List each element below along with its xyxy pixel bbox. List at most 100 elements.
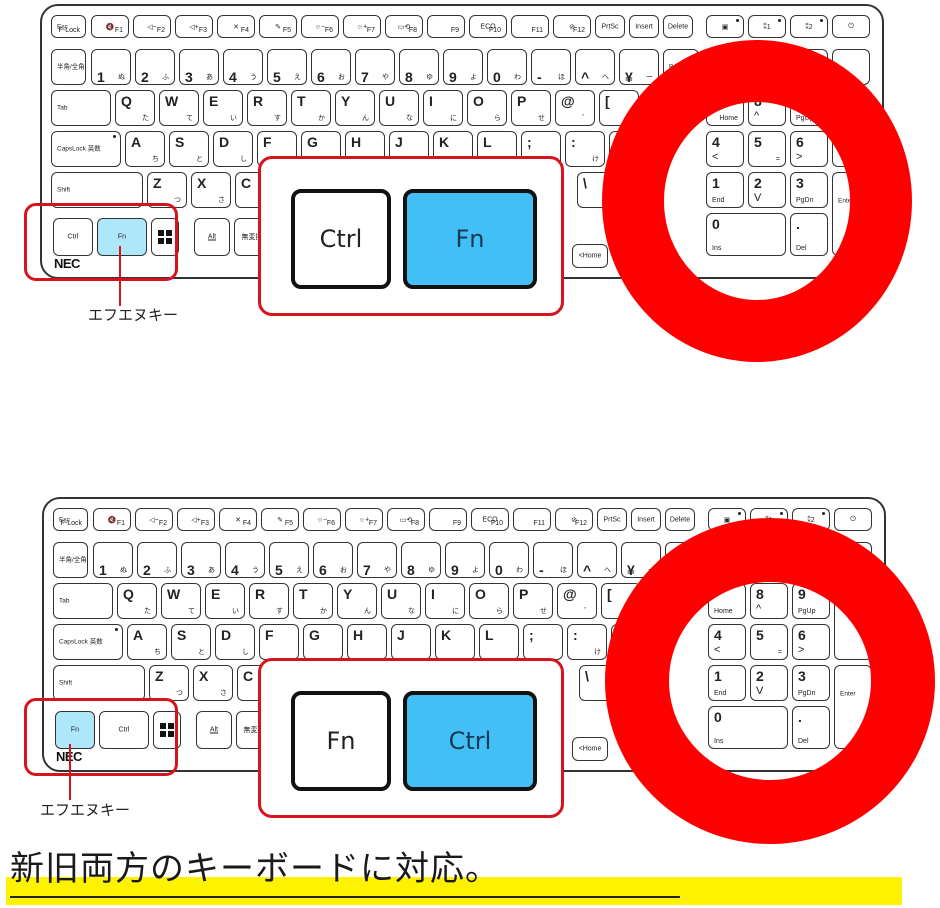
key-label: @ [561, 93, 575, 109]
key-kana: な [406, 115, 413, 122]
key-kana: ほ [558, 74, 565, 81]
key-label: 6 [317, 69, 325, 85]
caption-yellow-highlight [6, 877, 902, 905]
key-label: PrtSc [603, 516, 621, 523]
key-sublabel: F4 [242, 520, 251, 527]
key-caret: ^へ [575, 49, 615, 85]
key-prtsc: PrtSc [595, 15, 625, 38]
brightness-down-icon: ☼− [316, 516, 328, 523]
key-fn-highlighted: Fn [97, 218, 147, 256]
key-label: ¥ [625, 69, 633, 85]
volume-up-icon: ◁+ [189, 23, 199, 31]
touchpad-off-icon: ⊘ [569, 23, 575, 31]
key-kana: ら [494, 115, 501, 122]
calculator-icon: ▣ [723, 516, 731, 524]
key-hankaku: 半角/全角 [53, 542, 88, 578]
volume-down-icon: ◁− [147, 23, 157, 31]
key-home-arrow: <Home [572, 244, 608, 268]
key-label: E [211, 586, 221, 602]
bluetooth-icon: ⁑1 [763, 23, 771, 31]
key-label: 0 [495, 562, 503, 578]
key-label: - [537, 69, 542, 85]
key-sublabel: F-Lock [60, 520, 82, 527]
key-label: : [571, 134, 576, 150]
display-icon: ▭⟲ [399, 516, 413, 524]
key-label: Delete [669, 516, 691, 523]
indicator-dot [736, 19, 739, 22]
key-yen: ¥ー [619, 49, 659, 85]
key-label: 2 [141, 69, 149, 85]
key-label: Shift [59, 679, 73, 687]
key-label: <Home [578, 252, 602, 260]
key-sublabel: F2 [156, 27, 165, 34]
red-ring-circle-mark [602, 40, 912, 362]
key-kana: さ [218, 197, 225, 204]
key-kana: ん [364, 608, 371, 615]
key-kana: け [592, 156, 599, 163]
display-icon: ▭⟲ [397, 23, 411, 31]
key-sublabel: F1 [114, 27, 123, 34]
key-label: 4 [229, 69, 237, 85]
key-label: E [209, 93, 219, 109]
key-kana: ゛ [582, 115, 589, 122]
key-bluetooth-2: ⁑2 [790, 15, 828, 38]
key-sublabel: F7 [368, 520, 377, 527]
key-kana: ほ [560, 567, 567, 574]
key-f1: 🔇F1 [91, 15, 129, 38]
key-kana: ふ [164, 567, 171, 574]
key-kana: わ [514, 74, 521, 81]
key-f2: ◁−F2 [135, 508, 173, 531]
key-kana: ふ [162, 74, 169, 81]
key-label: ECO [482, 516, 498, 523]
key-kana: ち [152, 156, 159, 163]
indicator-dot [115, 628, 118, 631]
key-sublabel: F6 [326, 520, 335, 527]
key-label: : [573, 627, 578, 643]
key-label: Tab [59, 597, 70, 605]
key-minus: -ほ [531, 49, 571, 85]
indicator-dot [113, 135, 116, 138]
key-kana: ゛ [584, 608, 591, 615]
key-caret: ^へ [577, 542, 617, 578]
key-calculator: ▣ [706, 15, 744, 38]
key-label: P [517, 93, 527, 109]
key-label: 6 [319, 562, 327, 578]
power-icon: ⏻ [848, 22, 854, 30]
red-ring-circle-mark [605, 518, 935, 844]
key-sublabel: F12 [572, 27, 585, 34]
key-sublabel: F9 [452, 520, 461, 527]
key-label: Y [341, 93, 351, 109]
key-kana: う [250, 74, 257, 81]
key-sublabel: F-Lock [58, 27, 80, 34]
key-kana: に [452, 608, 459, 615]
key-kana: ぬ [120, 567, 127, 574]
key-kana: え [294, 74, 301, 81]
key-kana: せ [540, 608, 547, 615]
key-sublabel: F8 [410, 520, 419, 527]
key-label: R [255, 586, 266, 602]
indicator-dot [738, 512, 741, 515]
key-label: 7 [361, 69, 369, 85]
key-alt: Alt [194, 218, 230, 256]
key-kana: た [142, 115, 149, 122]
key-label: 半角/全角 [59, 556, 87, 564]
key-sublabel: F10 [488, 27, 501, 34]
key-label: A [131, 134, 142, 150]
key-label: F [263, 134, 272, 150]
key-f4: ✕F4 [217, 15, 255, 38]
key-kana: か [320, 608, 327, 615]
fn-key-annotation: エフエヌキー [88, 306, 179, 324]
key-label: I [429, 93, 433, 109]
key-kana: へ [604, 567, 611, 574]
key-kana: と [198, 649, 205, 656]
key-label: Shift [57, 186, 71, 194]
